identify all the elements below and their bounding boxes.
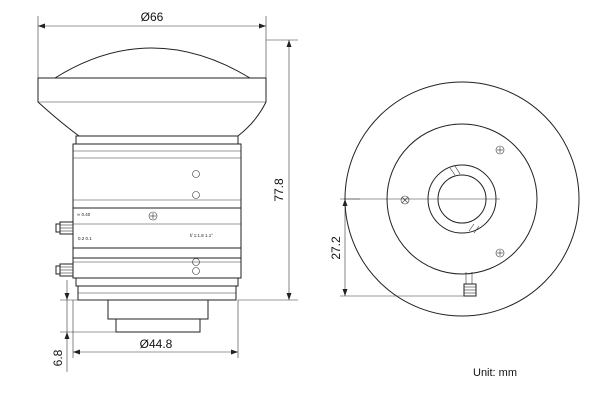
svg-text:Ø66: Ø66	[141, 10, 164, 24]
barrel-neck	[75, 135, 239, 145]
front-glass-dome	[53, 47, 252, 79]
iris-lock-knob-icon	[55, 263, 74, 277]
dim-flange-length: 6.8	[51, 280, 116, 372]
dim-radial-offset: 27.2	[329, 198, 466, 297]
front-hood	[37, 77, 267, 137]
focus-scale-bottom: 0.2 0.1	[78, 236, 92, 241]
set-screw-lower	[192, 258, 200, 266]
set-screw-lower-2	[192, 267, 200, 275]
front-view	[344, 81, 580, 317]
screw-icon-bottom	[495, 248, 505, 258]
svg-text:77.8: 77.8	[272, 178, 286, 202]
dim-front-diameter: Ø66	[37, 10, 267, 78]
dim-total-length: 77.8	[238, 39, 298, 301]
upper-barrel	[72, 143, 242, 209]
svg-text:27.2: 27.2	[329, 236, 343, 260]
set-screw-upper-2	[192, 191, 200, 199]
screw-icon-left	[400, 195, 410, 205]
svg-text:Ø44.8: Ø44.8	[140, 337, 173, 351]
set-screw-upper	[192, 170, 200, 178]
index-screw-icon	[148, 211, 158, 221]
dim-mount-diameter: Ø44.8	[72, 300, 239, 358]
side-view: ∞ 0.40 0.2 0.1 f/ 1:1.8 1.1°	[37, 47, 267, 333]
svg-text:6.8: 6.8	[51, 349, 65, 366]
focus-lock-knob-icon	[55, 221, 74, 235]
lower-barrel	[72, 247, 242, 259]
screw-icon-top	[495, 145, 505, 155]
aperture-ring	[72, 257, 242, 279]
iris-scale: f/ 1:1.8 1.1°	[190, 233, 213, 238]
focus-scale-top: ∞ 0.40	[77, 212, 91, 217]
mount-thread	[115, 318, 201, 333]
unit-note: Unit: mm	[473, 367, 517, 379]
focus-ring	[72, 207, 242, 249]
lock-knob-front-icon	[463, 272, 477, 297]
rear-mount	[107, 299, 209, 320]
